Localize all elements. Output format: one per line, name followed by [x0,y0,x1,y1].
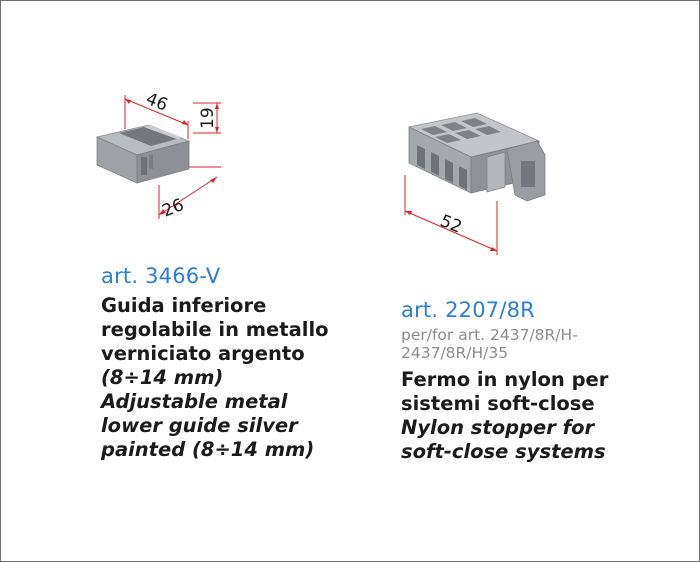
reference-line: 2437/8R/H/35 [401,344,509,362]
english-line: lower guide silver [101,414,298,437]
italian-line: verniciato argento [101,342,305,365]
english-line: Nylon stopper for [401,416,595,439]
dimension-width [158,166,221,219]
dimension-length [404,175,498,255]
italian-line: Guida inferiore [101,294,267,317]
english-description: Adjustable metal lower guide silver pain… [101,390,371,462]
english-line: painted (8÷14 mm) [101,438,315,461]
product-description-2207-8r: art. 2207/8R per/for art. 2437/8R/H- 243… [401,297,691,464]
dimension-length-label: 52 [437,211,465,238]
size-note: (8÷14 mm) [101,366,224,389]
dimension-length [124,95,189,139]
italian-line: regolabile in metallo [101,318,329,341]
english-line: soft-close systems [401,440,606,463]
italian-line: Fermo in nylon per [401,368,609,391]
article-code: art. 3466-V [101,264,221,288]
lower-guide-drawing: 46 19 26 [95,89,221,222]
reference-line: per/for art. 2437/8R/H- [401,326,578,344]
nylon-stopper-drawing: 52 [404,112,546,255]
italian-description: Fermo in nylon per sistemi soft-close [401,368,691,416]
english-description: Nylon stopper for soft-close systems [401,416,691,464]
dimension-height [193,102,221,134]
product-description-3466-v: art. 3466-V Guida inferiore regolabile i… [101,263,371,462]
english-line: Adjustable metal [101,390,288,413]
dimension-length-label: 46 [143,89,171,116]
italian-line: sistemi soft-close [401,392,595,415]
article-code: art. 2207/8R [401,298,535,322]
dimension-height-label: 19 [198,107,218,129]
nylon-stopper-part [407,112,546,202]
compatibility-reference: per/for art. 2437/8R/H- 2437/8R/H/35 [401,326,691,362]
italian-description: Guida inferiore regolabile in metallo ve… [101,294,371,366]
lower-guide-part [95,124,191,184]
